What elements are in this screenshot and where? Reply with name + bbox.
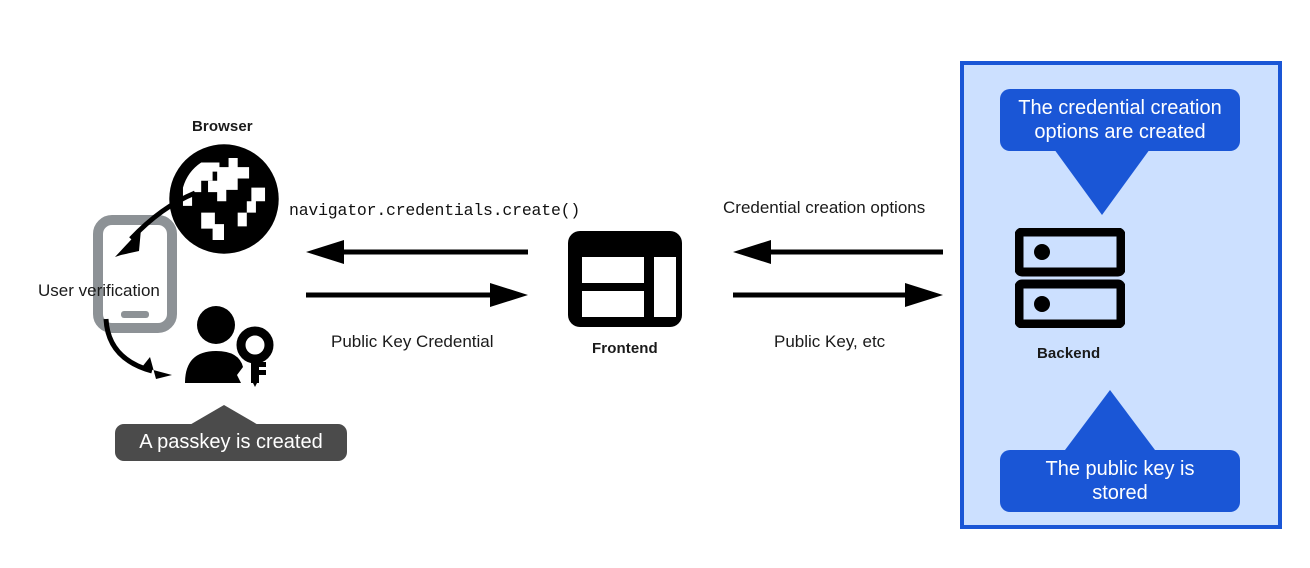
arrow-phone-to-user — [103, 318, 172, 379]
callout-line-1: The credential creation — [1018, 96, 1222, 119]
web-layout-icon — [566, 229, 684, 329]
callout-line-2: stored — [1092, 482, 1148, 504]
browser-label: Browser — [192, 118, 253, 135]
server-rack-icon — [1014, 227, 1126, 329]
callout-passkey-created: A passkey is created — [115, 405, 347, 461]
backend-label: Backend — [1037, 345, 1101, 362]
mobile-phone-icon — [93, 215, 177, 333]
arrow-browser-to-frontend — [306, 283, 528, 307]
arrow-browser-to-phone — [115, 190, 196, 257]
frontend-label: Frontend — [592, 340, 658, 357]
person-with-key-icon — [183, 305, 275, 387]
arrow-backend-to-frontend — [733, 240, 943, 264]
message-navigator-create: navigator.credentials.create() — [289, 201, 581, 220]
arrow-frontend-to-backend — [733, 283, 943, 307]
callout-public-key-stored: The public key is stored — [1000, 390, 1240, 512]
message-public-key-etc: Public Key, etc — [774, 332, 886, 351]
user-verification-label: User verification — [38, 281, 160, 300]
callout-credential-options-created: The credential creation options are crea… — [1000, 89, 1240, 215]
globe-icon — [167, 142, 281, 256]
arrow-frontend-to-browser — [306, 240, 528, 264]
callout-line-2: options are created — [1034, 121, 1206, 143]
message-credential-creation-options: Credential creation options — [723, 198, 926, 217]
callout-text: A passkey is created — [139, 431, 323, 454]
callout-pointer-up — [1062, 390, 1158, 454]
callout-line-1: The public key is — [1045, 457, 1195, 480]
callout-pointer-down — [1054, 149, 1150, 215]
message-public-key-credential: Public Key Credential — [331, 332, 494, 351]
